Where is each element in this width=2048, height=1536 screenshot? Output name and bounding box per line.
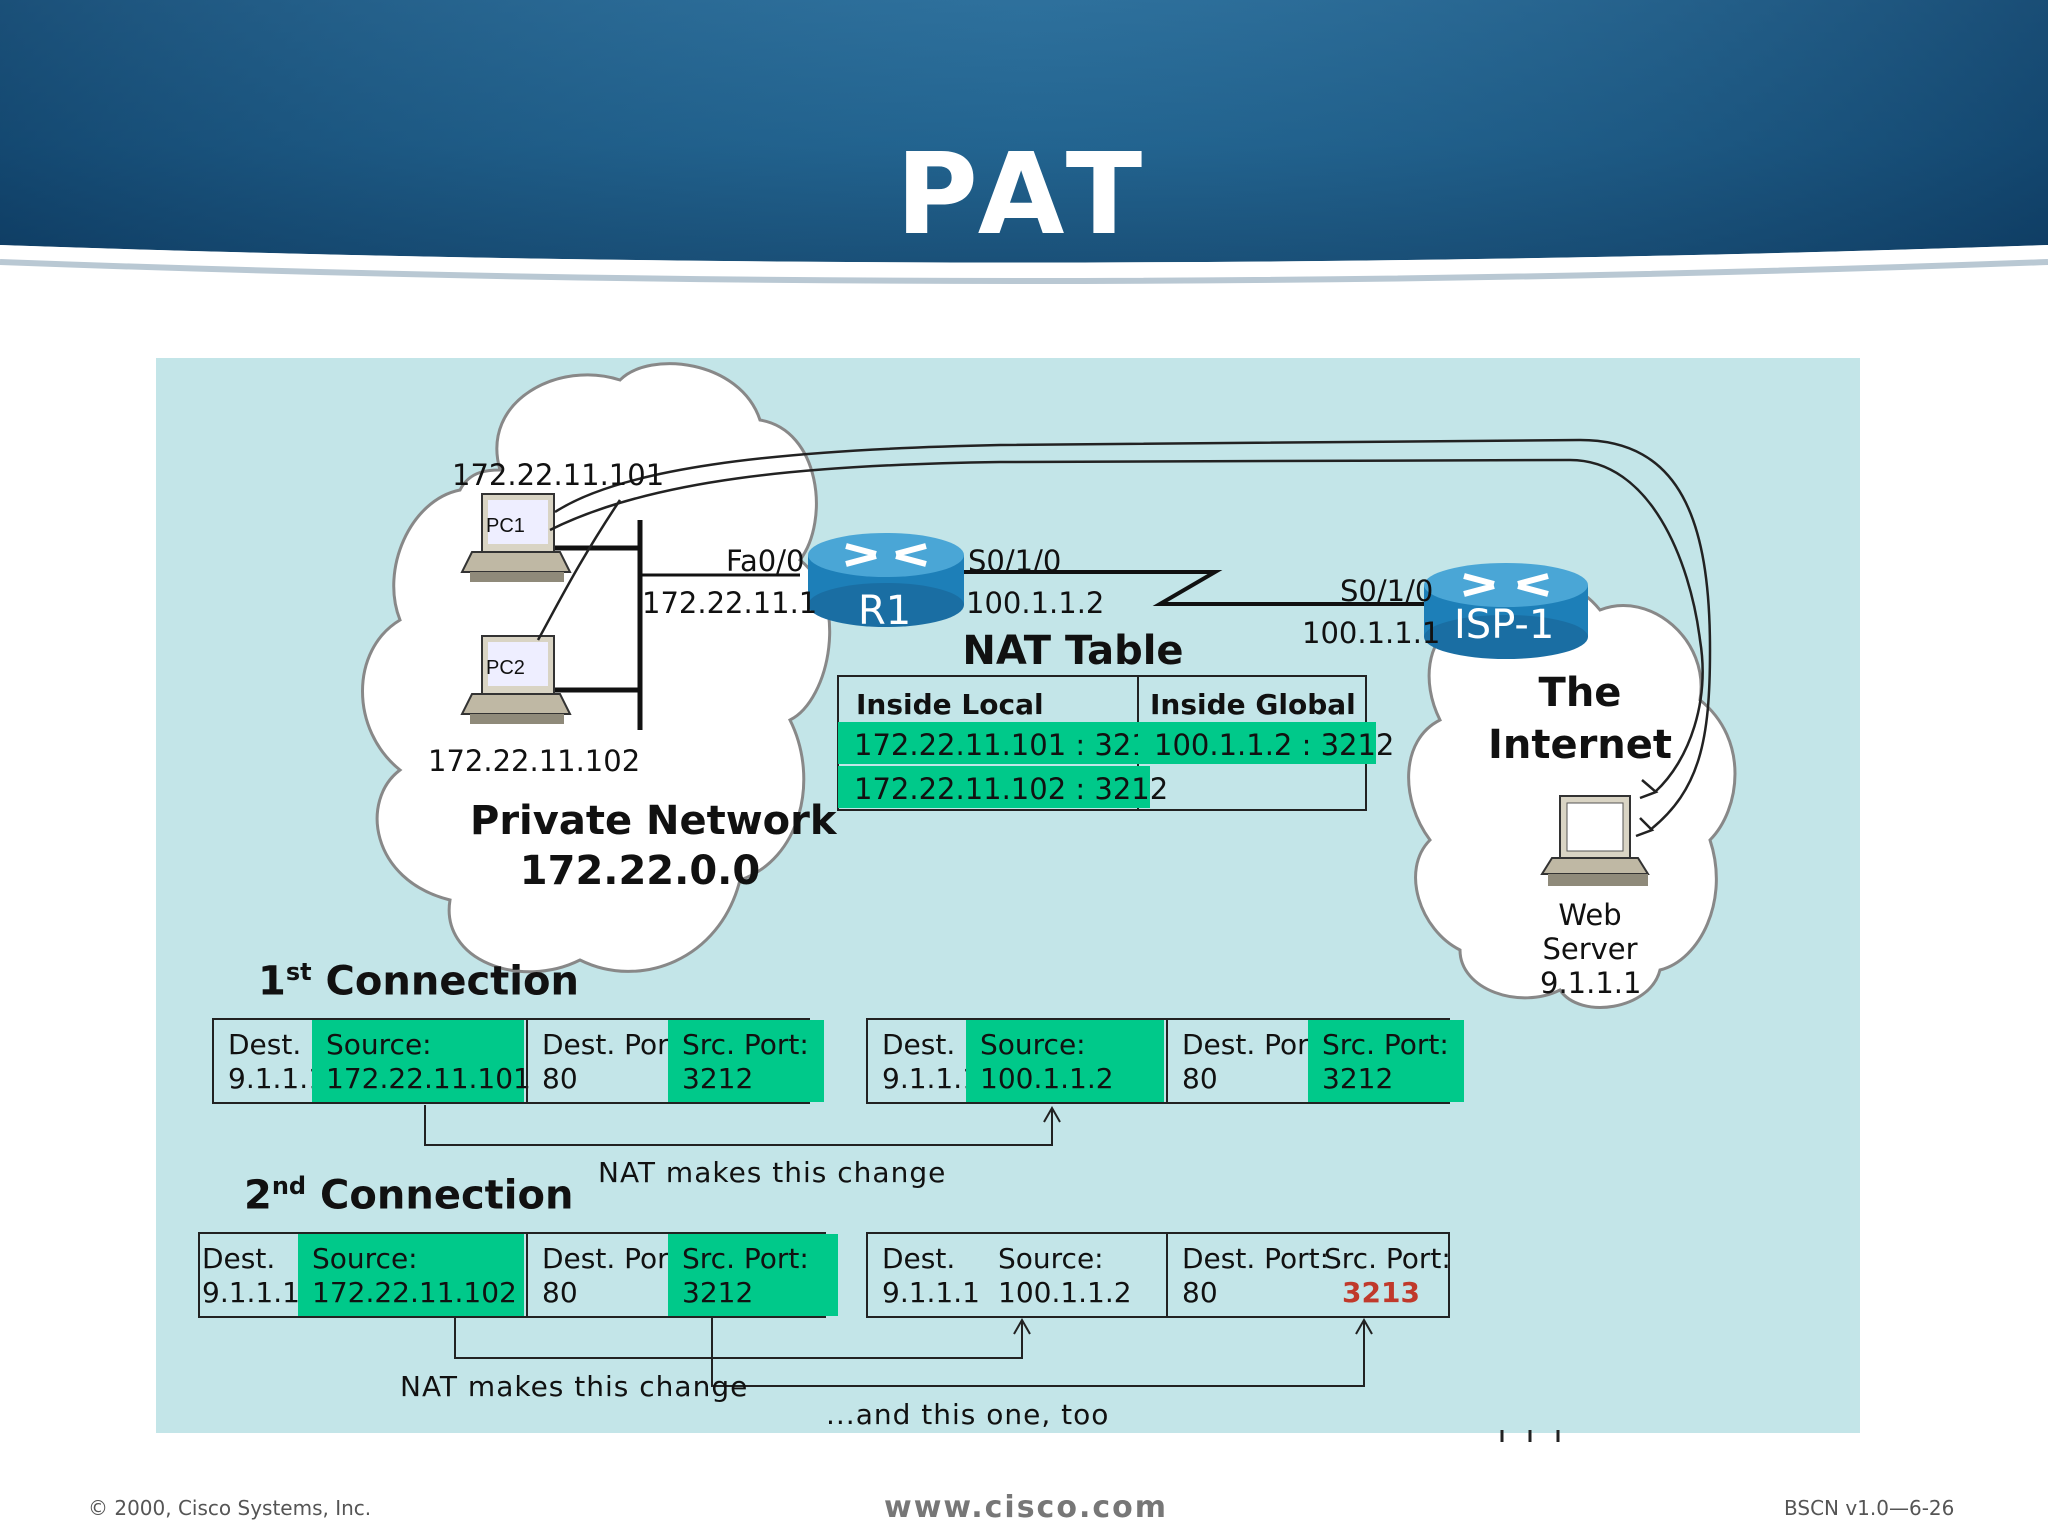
c1a-src-port: Src. Port:3212: [1308, 1020, 1464, 1102]
r1-router-label: R1: [858, 588, 912, 634]
changed-src-port-value: 3213: [1342, 1276, 1420, 1309]
c2a-source: Source:100.1.1.2: [998, 1242, 1132, 1309]
nat-table-title: NAT Table: [962, 628, 1184, 674]
web-server-ip-label: 9.1.1.1: [1540, 966, 1642, 1000]
pc2-name-label: PC2: [486, 657, 525, 679]
c2a-dest-port: Dest. Port:80: [1166, 1234, 1329, 1316]
connection2-note1: NAT makes this change: [400, 1370, 749, 1403]
nat-header-inside-local: Inside Local: [856, 688, 1044, 721]
nat-row2-inside-global: [1150, 766, 1366, 808]
isp-serial-interface-label: S0/1/0: [1340, 574, 1434, 608]
r1-fa-interface-label: Fa0/0: [726, 544, 805, 578]
c1b-source: Source:172.22.11.101: [312, 1020, 531, 1102]
c1b-dest-port: Dest. Port:80: [526, 1020, 689, 1102]
connection2-heading: 2nd Connection: [244, 1172, 574, 1219]
nat-header-inside-global: Inside Global: [1150, 688, 1356, 721]
internet-label-line2: Internet: [1487, 722, 1673, 768]
web-server-icon: [1540, 795, 1650, 886]
c1b-src-port: Src. Port:3212: [668, 1020, 824, 1102]
connection2-note2: ...and this one, too: [826, 1398, 1110, 1431]
internet-label-line1: The: [1538, 670, 1622, 716]
c2b-dest: Dest.9.1.1.1: [202, 1242, 300, 1309]
r1-serial-interface-label: S0/1/0: [968, 544, 1062, 578]
footer-slide-id: BSCN v1.0—6-26: [1784, 1496, 1955, 1520]
c2b-source: Source:172.22.11.102: [298, 1234, 524, 1316]
c2b-dest-port: Dest. Port:80: [526, 1234, 689, 1316]
r1-router-icon: [808, 533, 964, 627]
isp-router-icon: [1424, 563, 1588, 659]
c2a-dest: Dest.9.1.1.1: [882, 1242, 980, 1309]
c1a-dest: Dest.9.1.1.1: [882, 1028, 980, 1095]
pc2-icon: [460, 635, 572, 724]
footer-copyright: © 2000, Cisco Systems, Inc.: [88, 1496, 372, 1520]
slide-header: [0, 0, 2048, 303]
pc1-icon: [460, 493, 572, 582]
private-network-label: Private Network: [470, 798, 837, 844]
c1b-dest: Dest.9.1.1.1: [228, 1028, 326, 1095]
nat-row2-inside-local: 172.22.11.102 : 3212: [838, 766, 1168, 808]
web-server-label-line1: Web: [1558, 898, 1622, 932]
private-network-address: 172.22.0.0: [519, 848, 761, 894]
c2a-src-port: Src. Port:3213: [1324, 1242, 1451, 1309]
isp-router-label: ISP-1: [1454, 602, 1555, 648]
private-network-cloud: [361, 362, 832, 974]
nat-row1-inside-global: 100.1.1.2 : 3212: [1138, 722, 1394, 764]
slide-title: PAT: [895, 130, 1153, 260]
web-server-label-line2: Server: [1542, 932, 1638, 966]
c1a-source: Source:100.1.1.2: [966, 1020, 1164, 1102]
c1a-dest-port: Dest. Port:80: [1166, 1020, 1329, 1102]
connection1-heading: 1st Connection: [258, 958, 579, 1005]
footer-website: www.cisco.com: [884, 1490, 1168, 1525]
pc2-ip-label: 172.22.11.102: [428, 744, 641, 778]
r1-serial-ip-label: 100.1.1.2: [966, 586, 1105, 620]
nat-row1-inside-local: 172.22.11.101 : 3212: [838, 722, 1168, 764]
pc1-name-label: PC1: [486, 515, 525, 537]
pc1-ip-label: 172.22.11.101: [452, 458, 665, 492]
c2b-src-port: Src. Port:3212: [668, 1234, 838, 1316]
internet-cloud: [1407, 576, 1737, 1009]
isp-serial-ip-label: 100.1.1.1: [1302, 616, 1441, 650]
r1-fa-ip-label: 172.22.11.1: [642, 586, 818, 620]
connection1-note: NAT makes this change: [598, 1156, 947, 1189]
